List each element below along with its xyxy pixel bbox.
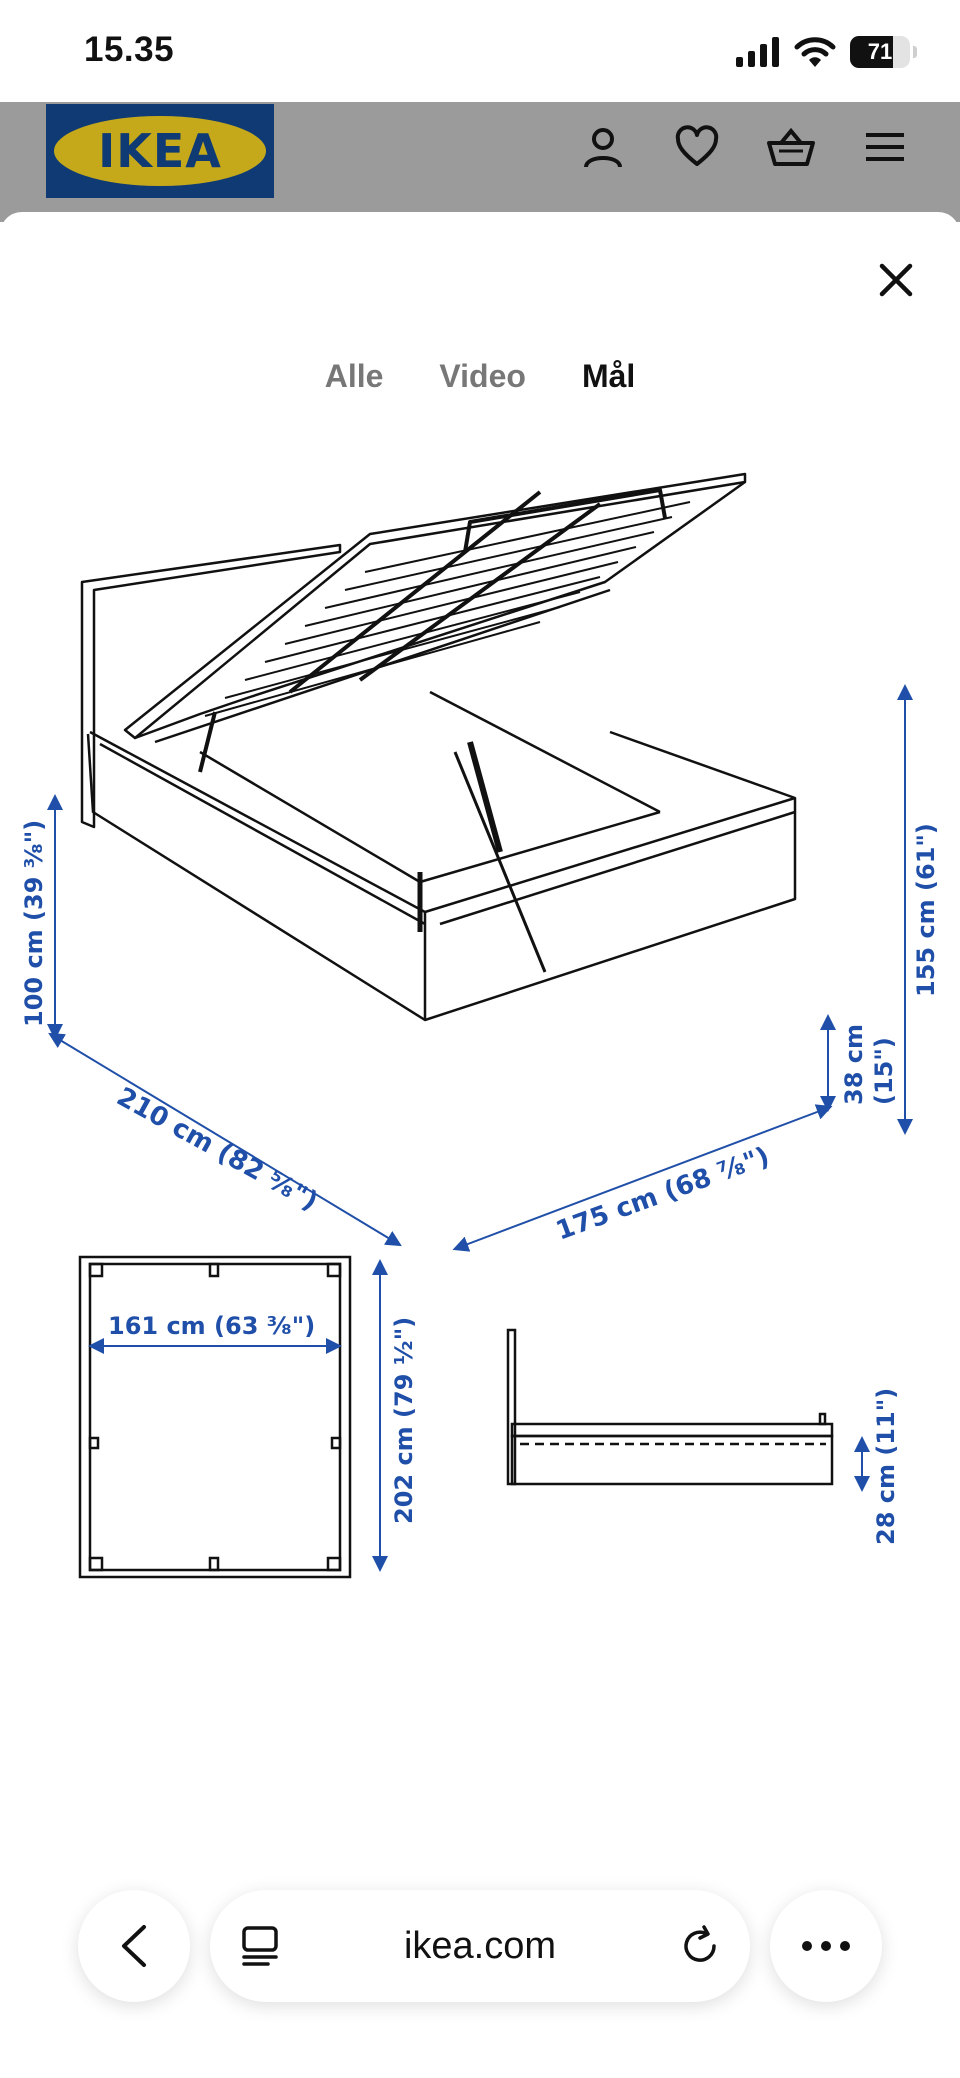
logo-text: IKEA — [98, 124, 222, 178]
url-text: ikea.com — [403, 1925, 557, 1967]
close-icon — [879, 263, 913, 297]
tab-video[interactable]: Video — [439, 358, 526, 394]
frame-height-cm-label: 38 cm — [840, 1024, 868, 1105]
header-icons — [580, 124, 908, 170]
tab-overview-icon[interactable] — [240, 1924, 280, 1968]
media-modal: Alle Video Mål — [0, 212, 960, 2078]
more-dots-icon — [802, 1941, 850, 1951]
inner-width-label: 161 cm (63 ³⁄₈") — [108, 1312, 315, 1340]
ikea-logo[interactable]: IKEA — [46, 104, 274, 198]
bed-side-view — [506, 1328, 834, 1486]
status-icons: 71 — [736, 34, 917, 70]
inner-length-label: 202 cm (79 ¹⁄₂") — [390, 1317, 418, 1524]
cellular-signal-icon — [736, 37, 779, 67]
address-bar[interactable]: ikea.com — [210, 1890, 750, 2002]
more-button[interactable] — [770, 1890, 882, 2002]
bed-plan-view — [78, 1255, 352, 1579]
battery-level: 71 — [867, 39, 893, 64]
tab-alle[interactable]: Alle — [324, 358, 384, 394]
wifi-icon — [794, 37, 836, 67]
user-icon[interactable] — [580, 124, 626, 170]
browser-bottom-bar: ikea.com — [0, 1860, 960, 2078]
back-button[interactable] — [78, 1890, 190, 2002]
status-time: 15.35 — [84, 30, 175, 69]
battery-cap — [913, 46, 917, 58]
dimension-lines-top — [47, 684, 913, 1252]
tab-mal[interactable]: Mål — [581, 358, 636, 394]
total-height-label: 155 cm (61") — [912, 823, 940, 997]
site-header: IKEA — [0, 102, 960, 222]
chevron-left-icon — [122, 1925, 146, 1967]
close-button[interactable] — [868, 252, 924, 308]
logo-oval: IKEA — [54, 116, 266, 186]
heart-icon[interactable] — [674, 124, 720, 170]
frame-height-in-label: (15") — [870, 1037, 898, 1105]
reload-icon[interactable] — [678, 1924, 722, 1968]
bed-isometric-view — [80, 472, 797, 1022]
battery-icon: 71 — [850, 36, 917, 68]
menu-icon[interactable] — [862, 124, 908, 170]
media-tabs: Alle Video Mål — [0, 358, 960, 395]
bed-dimension-drawing: 100 cm (39 ³⁄₈") 210 cm (82 ⁵⁄₈") 175 cm… — [20, 472, 940, 1579]
battery-fill — [850, 36, 893, 68]
dimension-lines-plan — [88, 1259, 388, 1572]
status-bar: 15.35 71 — [0, 0, 960, 102]
basket-icon[interactable] — [767, 124, 815, 170]
clearance-label: 28 cm (11") — [872, 1388, 900, 1545]
headboard-height-label: 100 cm (39 ³⁄₈") — [20, 820, 48, 1027]
width-label: 175 cm (68 ⁷⁄₈") — [552, 1142, 773, 1247]
length-label: 210 cm (82 ⁵⁄₈") — [112, 1082, 323, 1217]
